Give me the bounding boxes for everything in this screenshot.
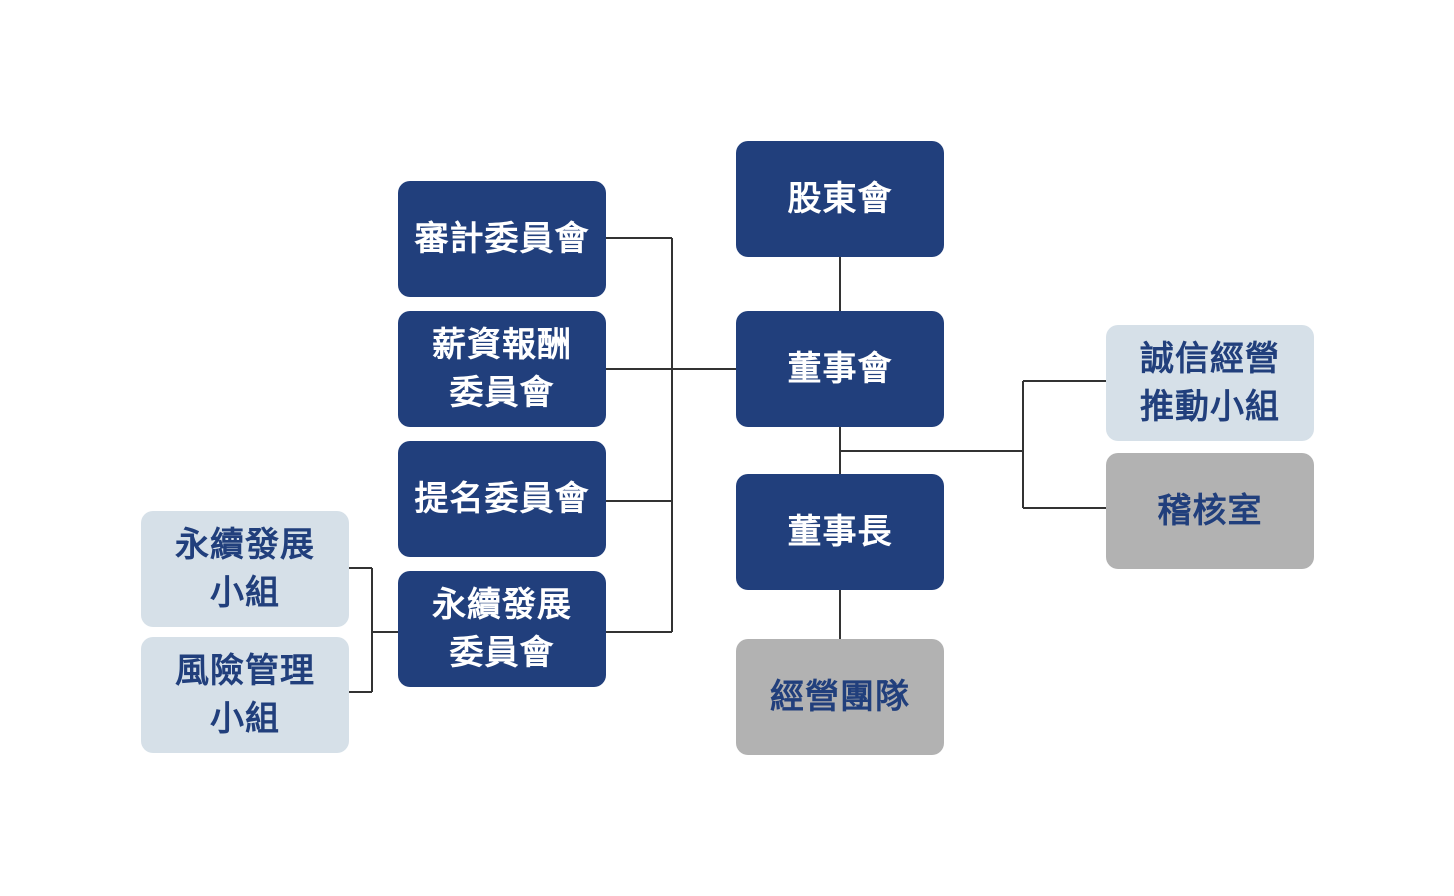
- chairman-box: 董事長: [736, 474, 944, 590]
- sustainability-committee-box: 永續發展 委員會: [398, 571, 606, 687]
- board-of-directors-box: 董事會: [736, 311, 944, 427]
- integrity-management-group-box: 誠信經營 推動小組: [1106, 325, 1314, 441]
- shareholders-meeting-box: 股東會: [736, 141, 944, 257]
- nomination-committee-box: 提名委員會: [398, 441, 606, 557]
- risk-management-group-box: 風險管理 小組: [141, 637, 349, 753]
- compensation-committee-box: 薪資報酬 委員會: [398, 311, 606, 427]
- audit-committee-box: 審計委員會: [398, 181, 606, 297]
- sustainability-group-box: 永續發展 小組: [141, 511, 349, 627]
- internal-audit-box: 稽核室: [1106, 453, 1314, 569]
- management-team-box: 經營團隊: [736, 639, 944, 755]
